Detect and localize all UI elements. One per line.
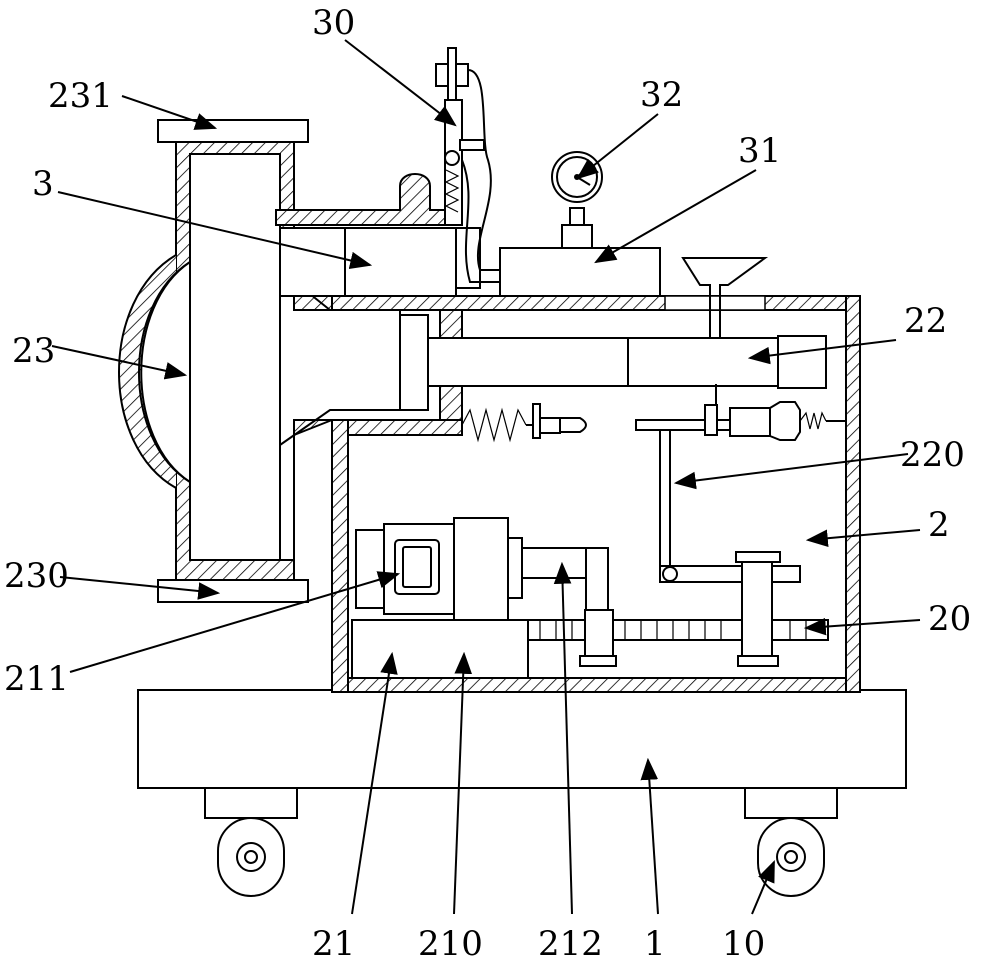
label-2: 2 (928, 505, 950, 545)
pipe (275, 47, 500, 283)
label-1: 1 (644, 924, 666, 964)
label-220: 220 (900, 435, 965, 475)
label-22: 22 (904, 301, 947, 341)
spring-left (461, 403, 587, 443)
label-212: 212 (538, 924, 603, 964)
label-32: 32 (640, 75, 683, 115)
cart-base (137, 689, 907, 789)
label-230: 230 (4, 556, 69, 596)
gear-rack (527, 551, 829, 667)
leader-lines (51, 39, 921, 915)
label-23: 23 (12, 331, 55, 371)
label-210: 210 (418, 924, 483, 964)
top-box (499, 207, 661, 297)
top-block (279, 227, 481, 297)
label-20: 20 (928, 599, 971, 639)
pressure-gauge (551, 151, 603, 203)
label-31: 31 (738, 131, 781, 171)
label-10: 10 (722, 924, 765, 964)
label-30: 30 (312, 3, 355, 43)
label-3: 3 (32, 164, 54, 204)
motor (351, 517, 609, 679)
wheel-left (204, 787, 298, 897)
wheel-right (744, 787, 838, 897)
label-231: 231 (48, 76, 113, 116)
label-21: 21 (312, 924, 355, 964)
gear-teeth (539, 620, 807, 640)
linkage-rod (635, 384, 846, 583)
label-211: 211 (4, 659, 69, 699)
